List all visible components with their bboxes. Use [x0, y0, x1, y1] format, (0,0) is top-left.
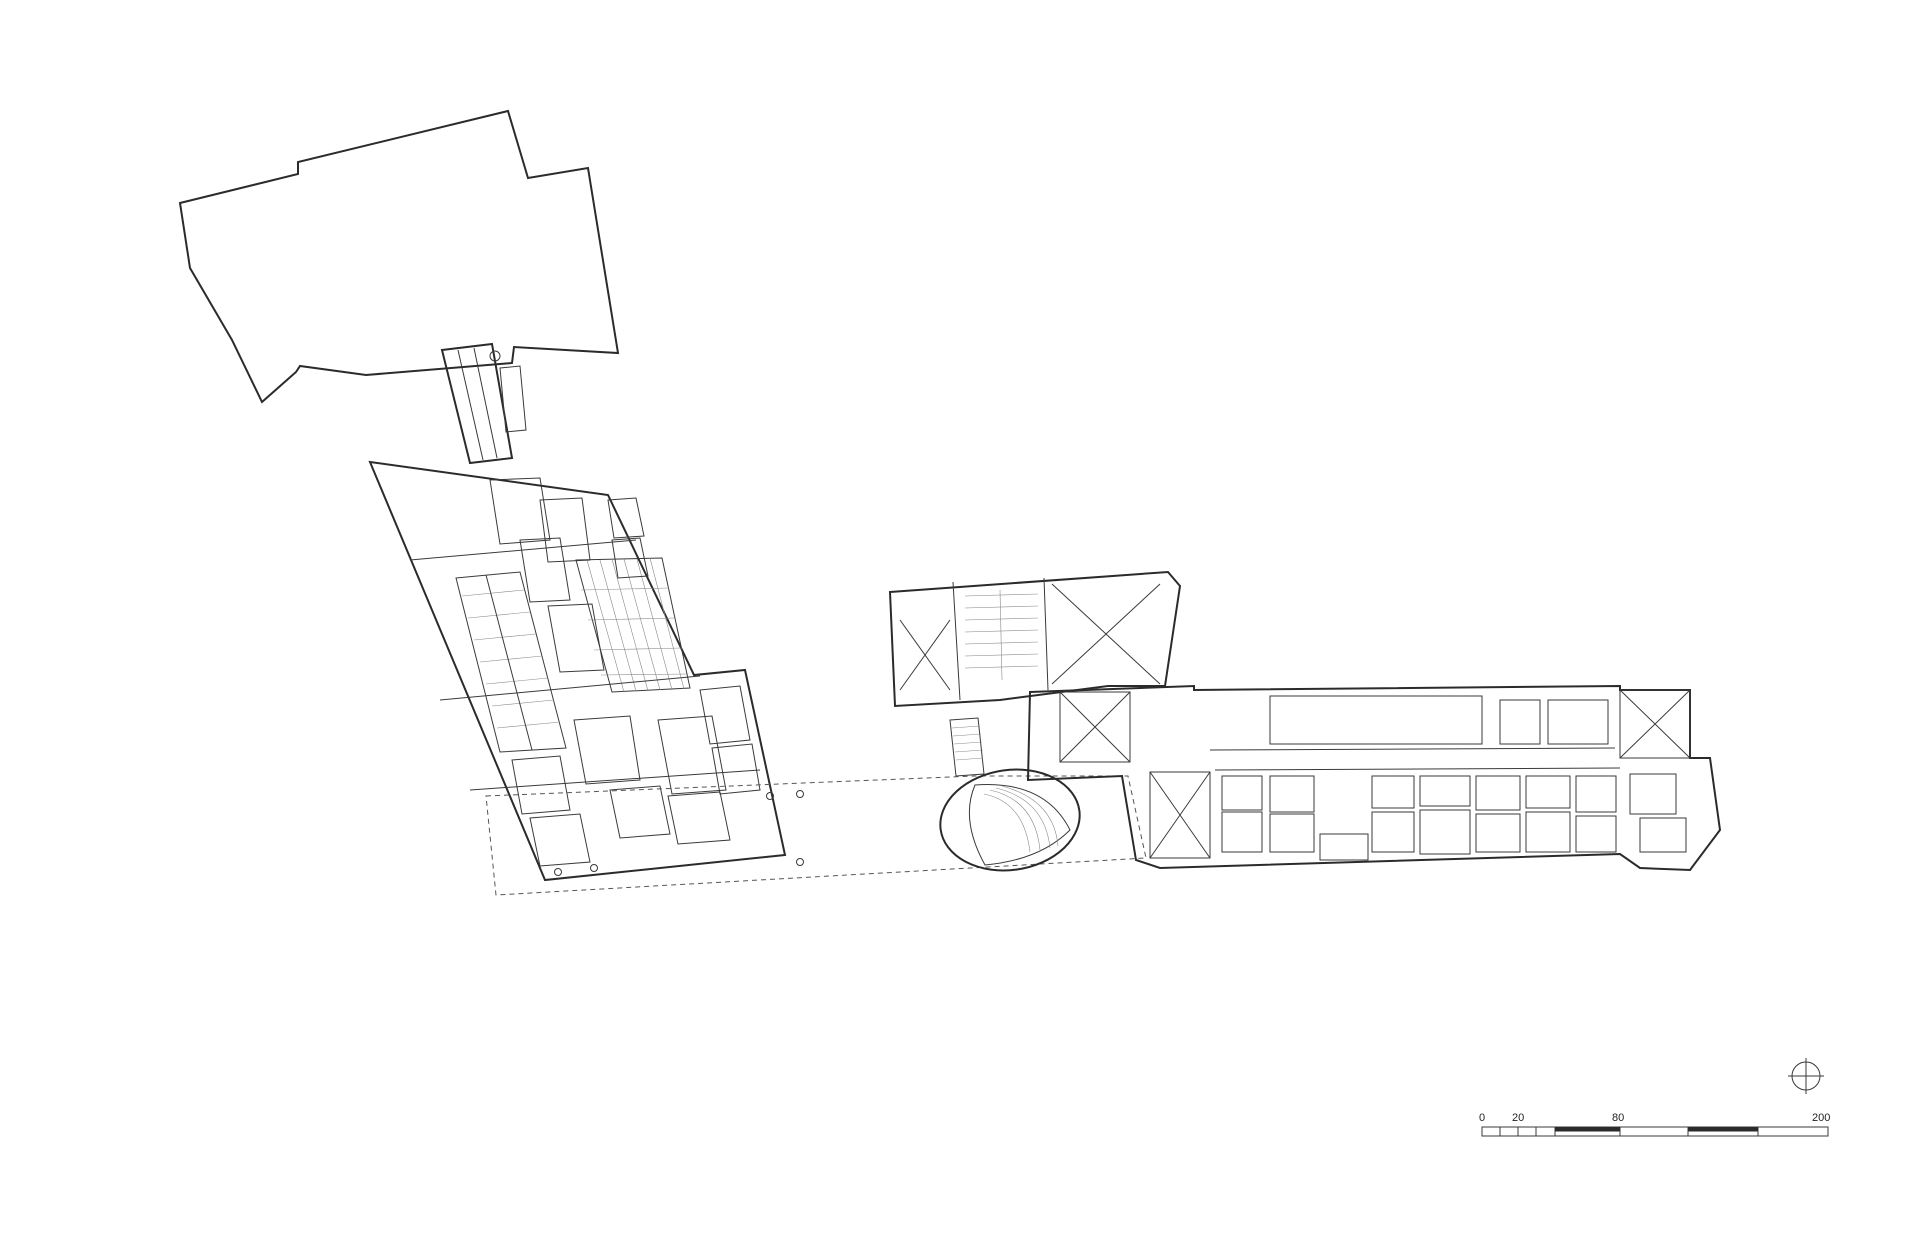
- existing-building: [178, 109, 620, 404]
- east-office-block: [1026, 684, 1722, 872]
- reading-hall: [888, 570, 1182, 708]
- west-wing: [368, 460, 787, 882]
- stair-junction: [949, 717, 985, 777]
- scale-label-0: 0: [1479, 1112, 1485, 1124]
- seating-rows: [964, 589, 1039, 681]
- stack-hatching: [461, 574, 561, 751]
- columns: [554, 790, 804, 876]
- canopy-outline: [485, 775, 1147, 896]
- scale-label-80: 80: [1612, 1112, 1624, 1124]
- connector-bridge: [440, 342, 527, 465]
- auditorium-rows: [983, 785, 1059, 853]
- atrium-grid: [580, 557, 689, 693]
- north-arrow-icon: [1788, 1058, 1824, 1094]
- scale-label-200: 200: [1812, 1112, 1830, 1124]
- office-cells: [1221, 699, 1687, 861]
- scale-label-20: 20: [1512, 1112, 1524, 1124]
- scale-bar: 0 20 80 200: [1479, 1112, 1830, 1137]
- auditorium: [939, 768, 1081, 872]
